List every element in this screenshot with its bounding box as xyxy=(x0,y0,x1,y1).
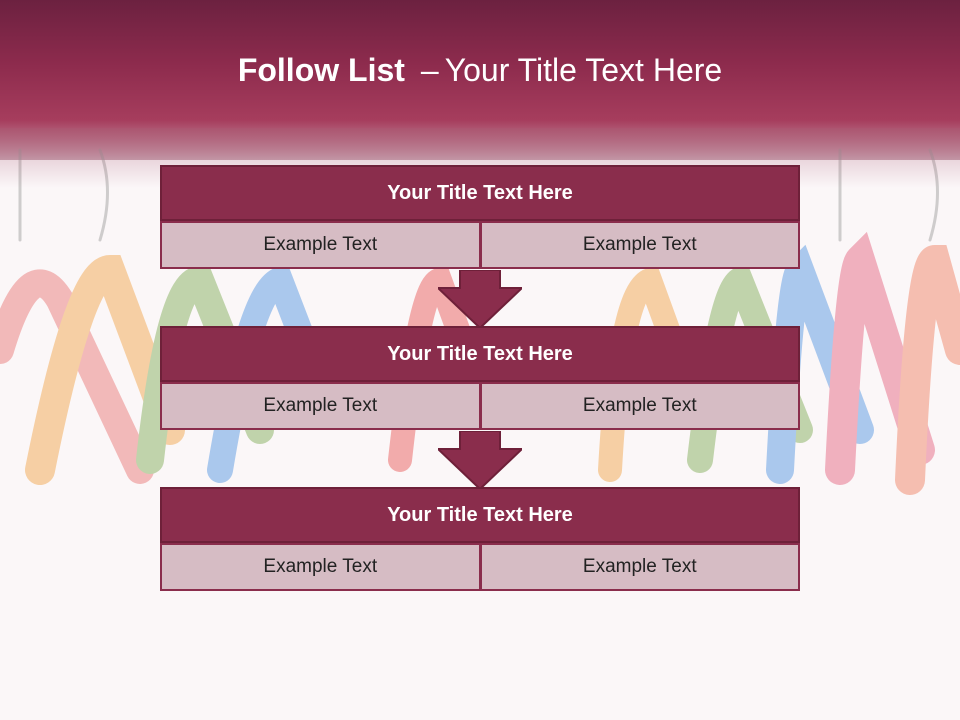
list-block-2: Your Title Text Here Example Text Exampl… xyxy=(160,326,800,430)
title-main: Follow List xyxy=(237,52,405,88)
list-block-1: Your Title Text Here Example Text Exampl… xyxy=(160,165,800,269)
down-arrow-icon xyxy=(438,270,522,328)
block-cell-left: Example Text xyxy=(160,543,481,591)
block-cell-right: Example Text xyxy=(480,543,800,591)
block-row: Example Text Example Text xyxy=(160,543,800,591)
block-title: Your Title Text Here xyxy=(160,487,800,543)
title-separator: – xyxy=(420,52,439,88)
title-banner xyxy=(0,0,960,160)
page-title: Follow List–Your Title Text Here xyxy=(0,52,960,89)
down-arrow-icon xyxy=(438,431,522,489)
block-cell-left: Example Text xyxy=(160,382,481,430)
block-cell-right: Example Text xyxy=(480,221,800,269)
block-cell-right: Example Text xyxy=(480,382,800,430)
block-row: Example Text Example Text xyxy=(160,221,800,269)
title-subtitle: Your Title Text Here xyxy=(444,52,723,88)
block-cell-left: Example Text xyxy=(160,221,481,269)
list-block-3: Your Title Text Here Example Text Exampl… xyxy=(160,487,800,591)
block-row: Example Text Example Text xyxy=(160,382,800,430)
block-title: Your Title Text Here xyxy=(160,165,800,221)
block-title: Your Title Text Here xyxy=(160,326,800,382)
